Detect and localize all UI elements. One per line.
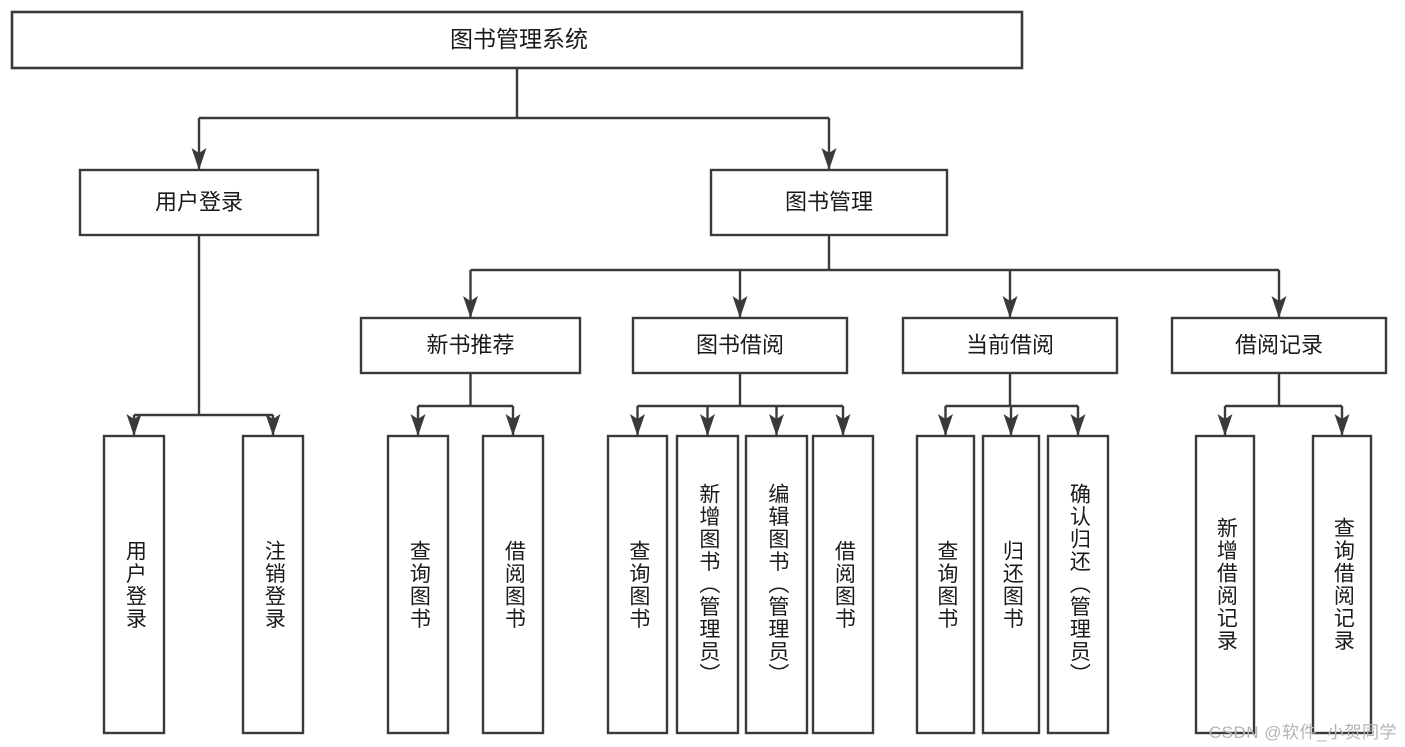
leaf-leaf-query-book-2-box[interactable] <box>606 434 669 735</box>
leaf-leaf-user-login-box[interactable] <box>102 434 166 735</box>
borrow-record-to-leaves-arrow-0 <box>1217 414 1233 436</box>
leaf-leaf-add-record-box[interactable] <box>1194 434 1256 735</box>
node-user-login-label: 用户登录 <box>155 189 243 214</box>
current-borrow-to-leaves-arrow-0 <box>938 414 953 436</box>
node-root-box[interactable] <box>10 10 1024 70</box>
userlogin-to-leaves-arrow-0 <box>126 414 142 436</box>
node-user-login-box[interactable] <box>78 168 320 237</box>
leaf-leaf-borrow-book-2-box[interactable] <box>811 434 875 735</box>
node-book-manage-box[interactable] <box>709 168 949 237</box>
connectors-layer <box>126 68 1350 436</box>
new-book-rec-to-leaves-arrow-1 <box>505 414 521 436</box>
current-borrow-to-leaves-arrow-1 <box>1003 414 1019 436</box>
node-borrow-record-box[interactable] <box>1170 316 1388 375</box>
node-book-manage-label: 图书管理 <box>785 189 873 214</box>
root-to-level2-arrow-0 <box>191 148 207 170</box>
book-borrow-to-leaves-arrow-1 <box>700 414 715 436</box>
boxes-layer <box>10 10 1388 735</box>
leaf-leaf-logout-box[interactable] <box>241 434 305 735</box>
leaf-leaf-add-book-box[interactable] <box>675 434 740 735</box>
node-current-borrow-box[interactable] <box>901 316 1119 375</box>
leaf-leaf-borrow-book-1-box[interactable] <box>481 434 545 735</box>
root-to-level2-arrow-1 <box>821 148 837 170</box>
node-book-borrow-label: 图书借阅 <box>696 332 784 357</box>
node-current-borrow-label: 当前借阅 <box>966 332 1054 357</box>
node-new-book-rec-box[interactable] <box>359 316 582 375</box>
bookmanage-to-level3-arrow-3 <box>1271 296 1287 318</box>
node-root-label: 图书管理系统 <box>450 26 588 52</box>
node-new-book-rec-label: 新书推荐 <box>426 332 514 357</box>
book-borrow-to-leaves-arrow-0 <box>630 414 645 436</box>
watermark-text: CSDN @软件_小贺同学 <box>1208 723 1397 742</box>
borrow-record-to-leaves-arrow-1 <box>1334 414 1350 436</box>
leaf-leaf-query-book-1-box[interactable] <box>386 434 450 735</box>
leaf-leaf-confirm-return-box[interactable] <box>1046 434 1110 735</box>
leaf-leaf-query-book-3-box[interactable] <box>915 434 976 735</box>
userlogin-to-leaves-arrow-1 <box>265 414 281 436</box>
book-borrow-to-leaves-arrow-3 <box>835 414 851 436</box>
bookmanage-to-level3-arrow-2 <box>1002 296 1018 318</box>
leaf-leaf-return-book-box[interactable] <box>981 434 1041 735</box>
bookmanage-to-level3-arrow-1 <box>732 296 748 318</box>
node-borrow-record-label: 借阅记录 <box>1235 332 1323 357</box>
book-borrow-to-leaves-arrow-2 <box>769 414 784 436</box>
bookmanage-to-level3-arrow-0 <box>463 296 478 318</box>
leaf-leaf-edit-book-box[interactable] <box>744 434 809 735</box>
current-borrow-to-leaves-arrow-2 <box>1070 414 1086 436</box>
leaf-leaf-query-record-box[interactable] <box>1311 434 1373 735</box>
node-book-borrow-box[interactable] <box>631 316 849 375</box>
new-book-rec-to-leaves-arrow-0 <box>410 414 426 436</box>
